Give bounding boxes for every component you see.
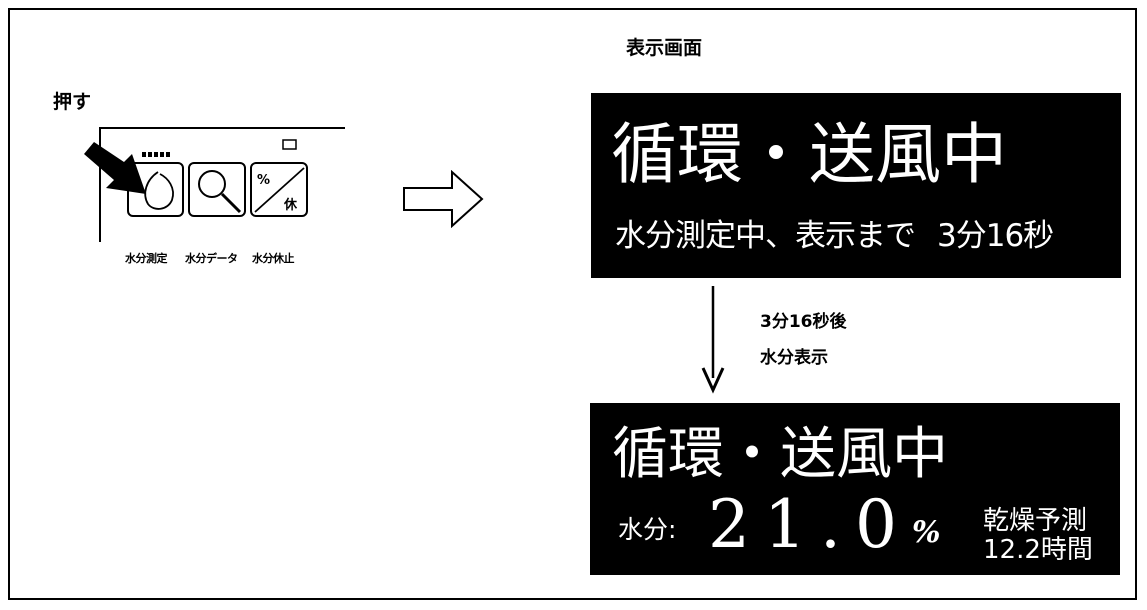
pointer-arrow-icon bbox=[84, 142, 146, 194]
button-caption-pause: 水分休止 bbox=[252, 252, 295, 265]
moisture-pause-button: % 休 bbox=[250, 162, 308, 217]
display-screen-label: 表示画面 bbox=[626, 37, 703, 59]
push-label: 押す bbox=[53, 91, 92, 113]
transition-time-note: 3分16秒後 bbox=[760, 312, 847, 332]
figure-frame bbox=[8, 8, 1137, 600]
display-measuring: 循環・送風中 水分測定中、表示まで 3分16秒 bbox=[591, 93, 1121, 278]
display-title: 循環・送風中 bbox=[611, 116, 1007, 193]
control-panel-illustration: % 休 bbox=[84, 127, 345, 242]
moisture-unit: % bbox=[912, 515, 941, 550]
indicator-lamp-icon bbox=[282, 139, 297, 150]
moisture-label: 水分: bbox=[618, 515, 677, 544]
button-caption-measure: 水分測定 bbox=[125, 252, 168, 265]
button-caption-data: 水分データ bbox=[185, 252, 238, 265]
display-status-line: 水分測定中、表示まで 3分16秒 bbox=[615, 210, 1054, 255]
countdown-text: 3分16秒 bbox=[937, 218, 1054, 254]
drying-prediction-label: 乾燥予測 bbox=[983, 506, 1088, 536]
moisture-drop-icon bbox=[144, 171, 174, 210]
percent-pause-icon: % 休 bbox=[254, 167, 305, 213]
down-arrow-icon bbox=[701, 286, 725, 394]
measuring-status-text: 水分測定中、表示まで bbox=[615, 218, 916, 254]
hollow-right-arrow-icon bbox=[403, 170, 484, 228]
display-title: 循環・送風中 bbox=[612, 422, 948, 487]
moisture-data-button bbox=[188, 162, 246, 217]
magnifier-icon bbox=[198, 170, 242, 214]
drying-prediction-value: 12.2時間 bbox=[983, 535, 1093, 565]
transition-action-note: 水分表示 bbox=[760, 348, 828, 368]
svg-text:%: % bbox=[257, 173, 270, 188]
moisture-value: 21.0 bbox=[708, 486, 911, 563]
led-dots-icon bbox=[142, 152, 170, 157]
display-moisture-result: 循環・送風中 水分: 21.0 % 乾燥予測 12.2時間 bbox=[590, 403, 1120, 575]
svg-text:休: 休 bbox=[283, 197, 298, 213]
